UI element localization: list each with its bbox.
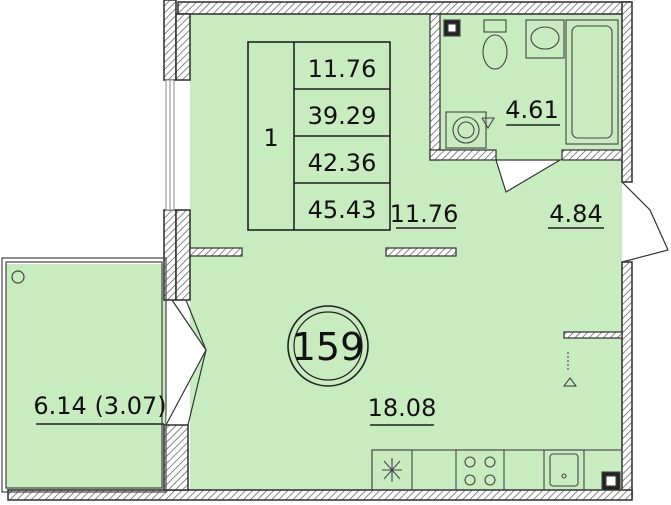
balcony-area: 6.14 (3.07) <box>33 392 166 420</box>
living-room-area: 18.08 <box>368 394 437 422</box>
balcony-walls <box>1 257 167 493</box>
bathroom-area: 4.61 <box>505 96 558 124</box>
window-left <box>165 79 175 211</box>
hallway-area: 4.84 <box>549 200 602 228</box>
balcony-drain <box>11 270 25 284</box>
area-total-with-balcony: 45.43 <box>308 196 377 224</box>
kitchen-fixtures <box>371 449 623 491</box>
bathroom-door <box>495 159 563 193</box>
area-living: 11.76 <box>308 55 377 83</box>
partitions <box>189 247 623 339</box>
bathroom-walls <box>429 13 623 161</box>
room-count: 1 <box>263 124 278 152</box>
area-total-living: 39.29 <box>308 102 377 130</box>
balcony-door <box>165 299 207 426</box>
outer-walls <box>7 0 633 501</box>
apartment-number-badge <box>287 305 369 387</box>
kitchen-nook-area: 11.76 <box>390 200 459 228</box>
apartment-number: 159 <box>292 325 365 369</box>
meter-marker <box>563 352 577 387</box>
bathroom-fixtures <box>443 19 619 149</box>
area-total: 42.36 <box>308 149 377 177</box>
entrance-door <box>621 181 669 263</box>
area-table <box>247 41 391 231</box>
balcony-floor <box>6 264 166 490</box>
